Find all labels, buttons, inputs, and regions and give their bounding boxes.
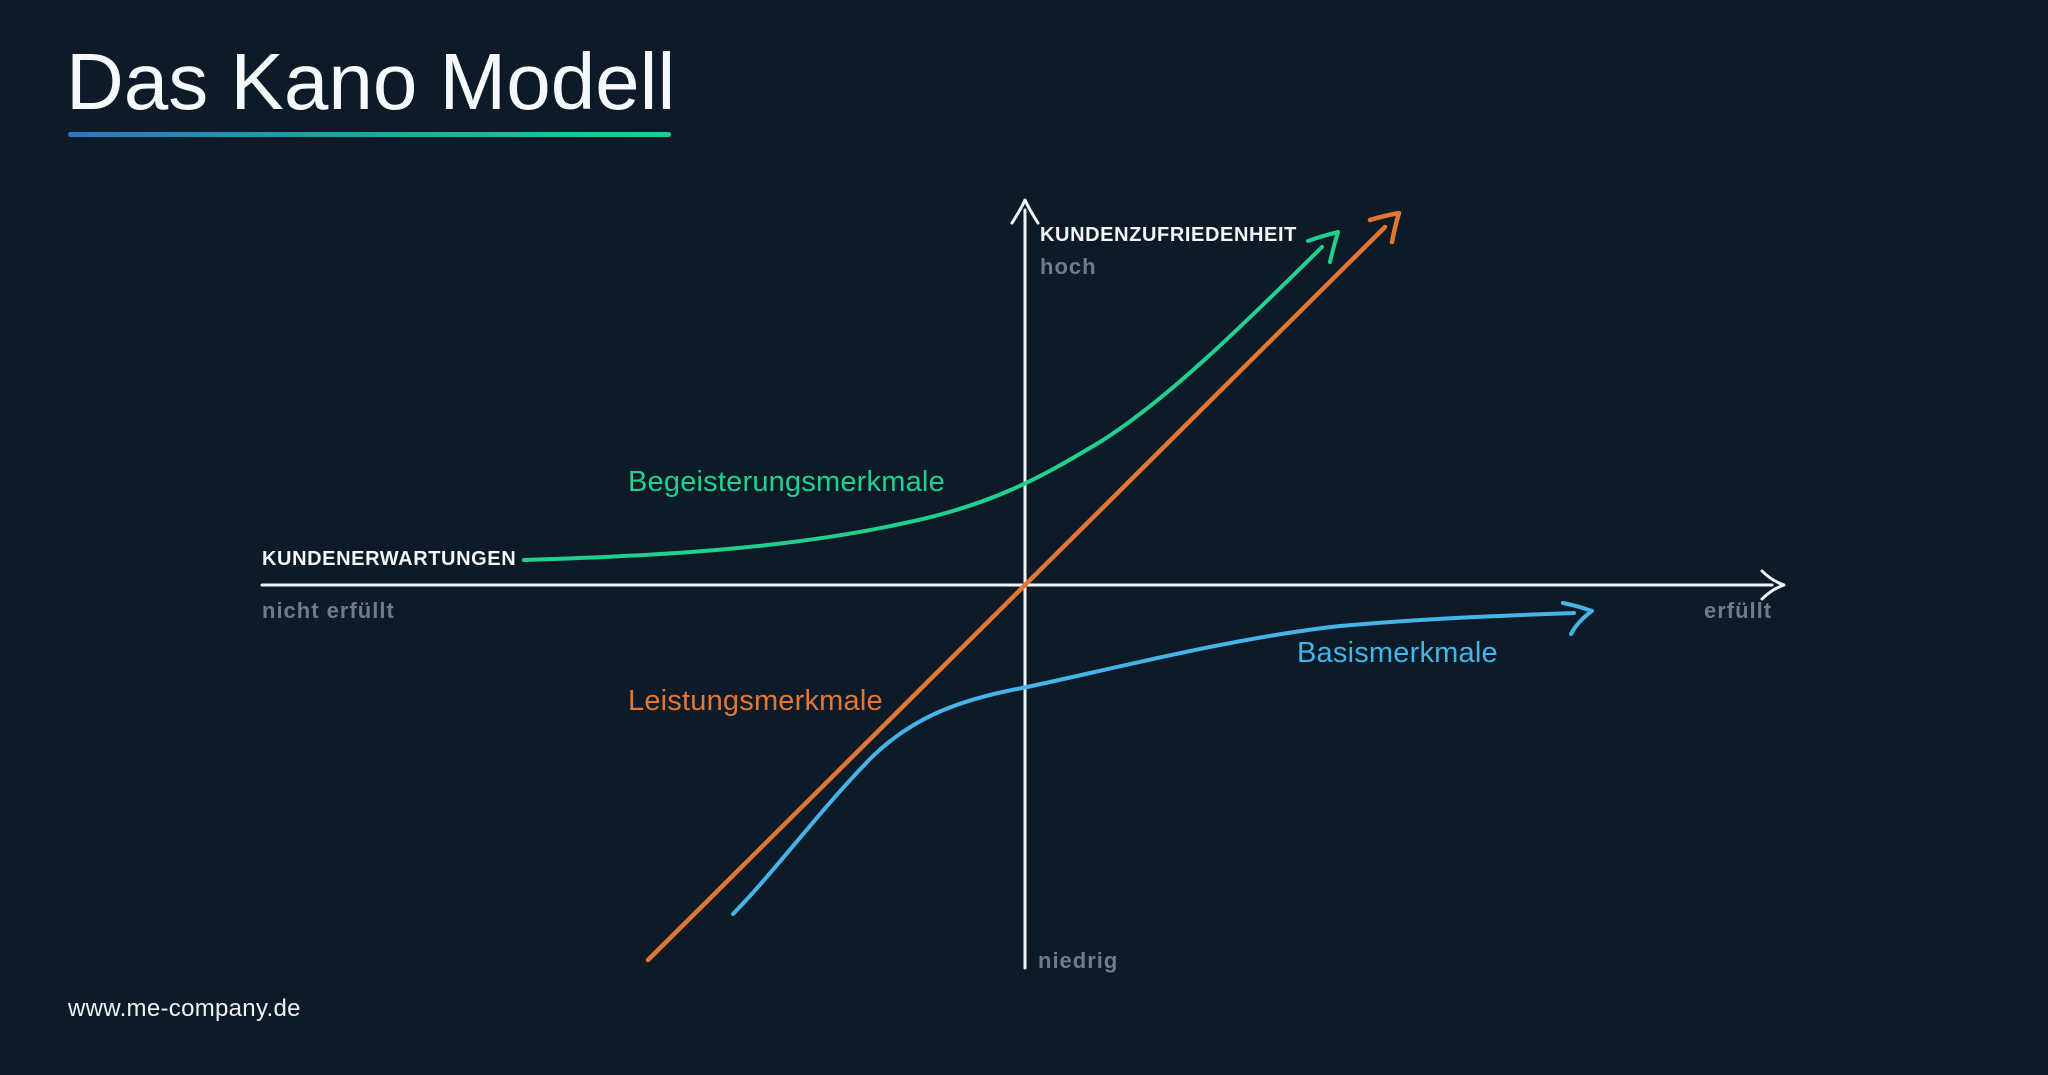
x-axis-label: KUNDENERWARTUNGEN: [262, 548, 517, 570]
excitement-arrowhead-icon: [1306, 230, 1340, 264]
page-title: Das Kano Modell: [66, 37, 676, 126]
x-axis-fulfilled-label: erfüllt: [1704, 598, 1773, 623]
excitement-curve: [522, 245, 1324, 562]
performance-arrowhead-icon: [1367, 210, 1402, 245]
basic-curve: [731, 611, 1576, 916]
title-underline: [68, 132, 671, 137]
y-axis-low-label: niedrig: [1038, 948, 1119, 973]
excitement-curve-label: Begeisterungsmerkmale: [628, 466, 945, 498]
y-axis-high-label: hoch: [1040, 254, 1097, 279]
basic-curve-label: Basismerkmale: [1297, 637, 1498, 669]
website-url: www.me-company.de: [68, 995, 301, 1022]
x-axis-not-fulfilled-label: nicht erfüllt: [262, 598, 395, 623]
y-axis-arrowhead-icon: [1010, 198, 1040, 225]
basic-arrowhead-icon: [1561, 601, 1594, 636]
performance-curve-label: Leistungsmerkmale: [628, 685, 883, 717]
performance-curve: [645, 224, 1388, 963]
y-axis-label: KUNDENZUFRIEDENHEIT: [1040, 224, 1297, 246]
x-axis-arrowhead-icon: [1760, 569, 1786, 601]
